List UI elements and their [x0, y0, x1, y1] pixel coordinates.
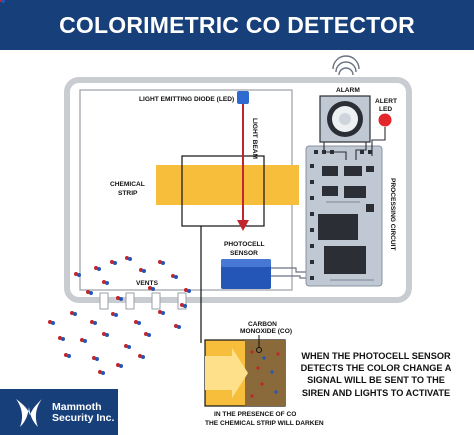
light-beam-arrowhead [237, 220, 249, 231]
title-banner: COLORIMETRIC CO DETECTOR [0, 0, 474, 50]
chemical-strip-label-line1: CHEMICAL [110, 181, 145, 188]
alarm-signal-icon [338, 67, 354, 76]
light-arrow-icon [205, 348, 248, 398]
led-label: LIGHT EMITTING DIODE (LED) [139, 96, 234, 103]
photocell-label-line2: SENSOR [230, 250, 258, 257]
alert-led-label-line2: LED [379, 106, 392, 113]
chemical-strip [156, 165, 299, 205]
brand-name: Mammoth Security Inc. [52, 402, 114, 424]
alert-led-label-line1: ALERT [375, 98, 397, 105]
co-molecules [0, 0, 191, 375]
circuit-processor-chip [318, 214, 358, 240]
led-icon [237, 91, 249, 104]
photocell-label-line1: PHOTOCELL [224, 241, 265, 248]
light-beam-label: LIGHT BEAM [251, 118, 258, 160]
explanation-text: WHEN THE PHOTOCELL SENSOR DETECTS THE CO… [300, 351, 452, 398]
light-path-frame [181, 155, 265, 227]
brand-name-line2: Security Inc. [52, 412, 115, 424]
chemical-strip-label-line2: STRIP [118, 190, 138, 197]
circuit-chip [322, 166, 338, 176]
strip-co-dots [250, 350, 280, 398]
vents [99, 292, 187, 310]
sensor-wire [271, 267, 308, 273]
vents-label: VENTS [136, 280, 159, 287]
alert-led-icon [378, 113, 392, 127]
alarm-label: ALARM [336, 87, 360, 94]
brand-badge: Mammoth Security Inc. [0, 389, 118, 435]
diagram-title: COLORIMETRIC CO DETECTOR [59, 11, 415, 38]
co-label-line2: MONOXIDE (CO) [240, 328, 292, 335]
mammoth-logo-icon [16, 399, 42, 427]
brand-name-line1: Mammoth [52, 401, 102, 413]
strip-caption-line1: IN THE PRESENCE OF CO [214, 411, 296, 418]
strip-caption-line2: THE CHEMICAL STRIP WILL DARKEN [205, 420, 324, 427]
processing-circuit-label: PROCESSING CIRCUIT [389, 178, 396, 251]
co-label-line1: CARBON [248, 321, 277, 328]
